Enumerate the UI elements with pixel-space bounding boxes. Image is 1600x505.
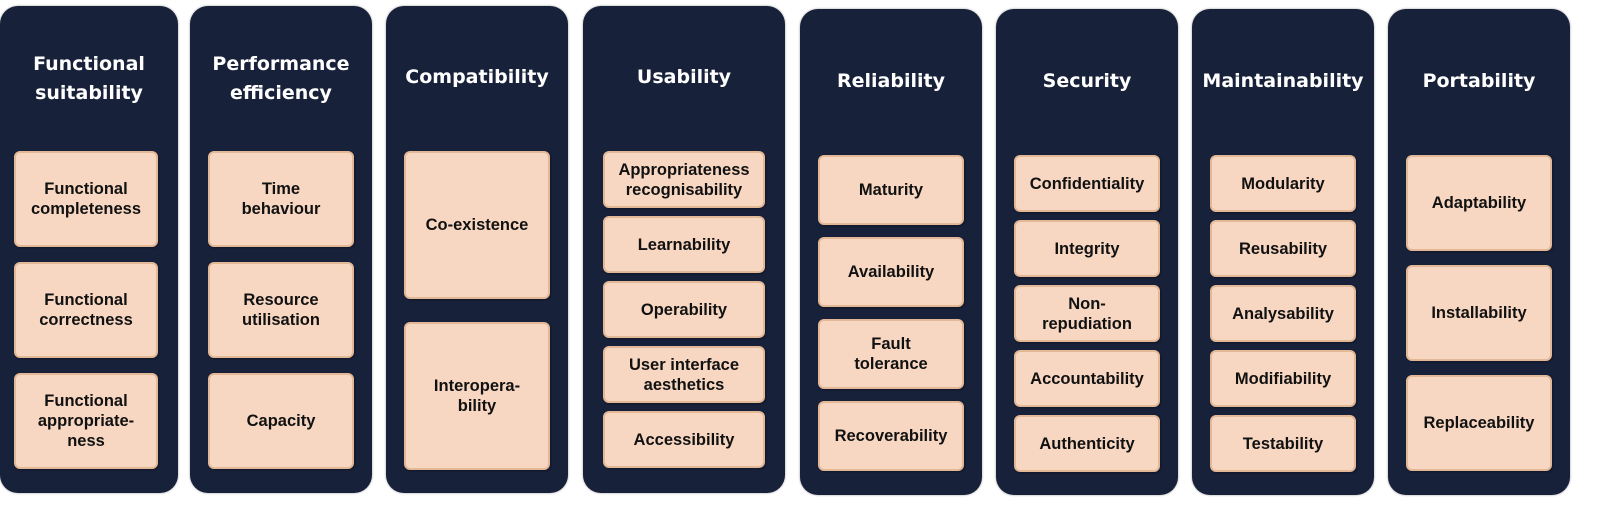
sub-characteristic-box: Maturity: [818, 155, 964, 225]
sub-characteristic-box: Testability: [1210, 415, 1356, 472]
sub-characteristic-box: Functional appropriate- ness: [14, 373, 158, 469]
sub-characteristic-box: Capacity: [208, 373, 354, 469]
sub-characteristic-box: Learnability: [603, 216, 765, 273]
column-maintainability: Maintainability Modularity Reusability A…: [1192, 9, 1374, 495]
column-title: Performance efficiency: [212, 53, 350, 104]
sub-characteristic-box: Fault tolerance: [818, 319, 964, 389]
sub-characteristic-box: Functional correctness: [14, 262, 158, 358]
sub-characteristic-box: Availability: [818, 237, 964, 307]
sub-characteristic-box: Operability: [603, 281, 765, 338]
column-performance-efficiency: Performance efficiency Time behaviour Re…: [190, 6, 372, 493]
sub-characteristic-box: Resource utilisation: [208, 262, 354, 358]
column-title: Functional suitability: [33, 53, 145, 104]
sub-characteristic-box: Adaptability: [1406, 155, 1552, 251]
sub-characteristic-box: Reusability: [1210, 220, 1356, 277]
sub-characteristic-box: Modifiability: [1210, 350, 1356, 407]
sub-characteristic-box: Installability: [1406, 265, 1552, 361]
sub-characteristic-box: Functional completeness: [14, 151, 158, 247]
sub-characteristic-box: Modularity: [1210, 155, 1356, 212]
sub-characteristic-box: Accessibility: [603, 411, 765, 468]
sub-characteristic-box: Recoverability: [818, 401, 964, 471]
column-usability: Usability Appropriateness recognisabilit…: [583, 6, 785, 493]
sub-characteristic-box: Replaceability: [1406, 375, 1552, 471]
column-security: Security Confidentiality Integrity Non- …: [996, 9, 1178, 495]
sub-characteristic-box: Confidentiality: [1014, 155, 1160, 212]
column-title: Maintainability: [1202, 70, 1364, 92]
sub-characteristic-box: User interface aesthetics: [603, 346, 765, 403]
sub-characteristic-box: Integrity: [1014, 220, 1160, 277]
column-reliability: Reliability Maturity Availability Fault …: [800, 9, 982, 495]
column-title: Reliability: [837, 70, 945, 92]
column-title: Portability: [1422, 70, 1536, 92]
column-title: Usability: [636, 66, 732, 88]
sub-characteristic-box: Authenticity: [1014, 415, 1160, 472]
sub-characteristic-box: Interopera- bility: [404, 322, 550, 470]
sub-characteristic-box: Appropriateness recognisability: [603, 151, 765, 208]
sub-characteristic-box: Time behaviour: [208, 151, 354, 247]
column-title: Security: [1042, 70, 1132, 92]
column-portability: Portability Adaptability Installability …: [1388, 9, 1570, 495]
column-title: Compatibility: [405, 66, 549, 88]
sub-characteristic-box: Accountability: [1014, 350, 1160, 407]
sub-characteristic-box: Non- repudiation: [1014, 285, 1160, 342]
column-functional-suitability: Functional suitability Functional comple…: [0, 6, 178, 493]
sub-characteristic-box: Analysability: [1210, 285, 1356, 342]
column-compatibility: Compatibility Co-existence Interopera- b…: [386, 6, 568, 493]
sub-characteristic-box: Co-existence: [404, 151, 550, 299]
